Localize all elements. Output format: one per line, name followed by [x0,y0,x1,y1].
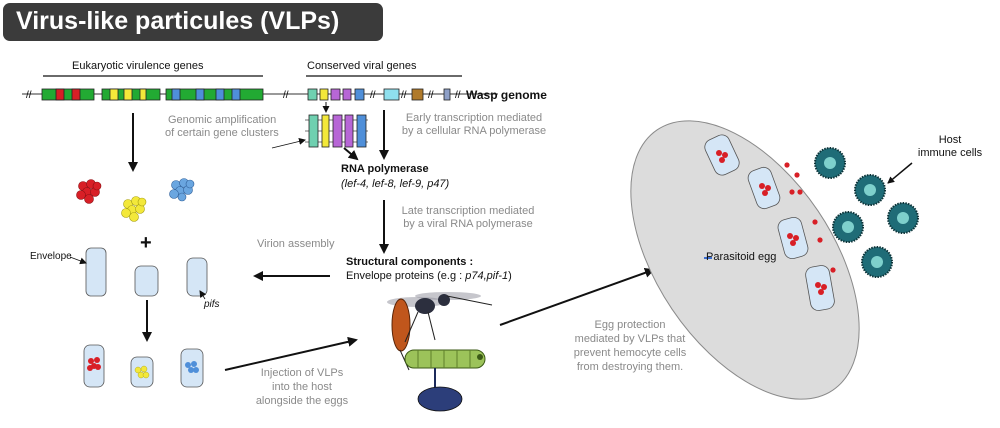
immune-cell-nuclei [824,157,909,268]
immune-cells-pointer [887,162,913,184]
egg-protection-label-1: Egg protection [594,319,666,331]
early-transcription-label-2: by a cellular RNA polymerase [401,125,547,137]
amplification-pointer [271,138,306,149]
envelope-pointer [69,256,87,265]
caterpillar-illustration [404,349,486,369]
page-title: Virus-like particules (VLPs) [16,7,340,35]
svg-text://: // [26,90,32,101]
host-plant-illustration [417,368,463,412]
genomic-amplification-label-1: Genomic amplification [168,114,277,126]
wasp-illustration [387,292,493,371]
svg-text://: // [283,90,289,101]
structural-components-label: Structural components : [346,256,474,268]
cluster-to-polymerase-arrow [343,147,359,161]
plus-sign: + [140,232,152,254]
title-banner: Virus-like particules (VLPs) [3,3,383,41]
injection-label-1: Injection of VLPs [260,367,344,379]
egg-protection-label-2: mediated by VLPs that [574,333,686,345]
loaded-vlp-blue [180,348,204,388]
egg-surface-vlp-3 [777,216,809,260]
svg-text://: // [401,90,407,101]
egg-protection-label-3: prevent hemocyte cells [573,347,687,359]
genomic-amplification-label-2: of certain gene clusters [165,127,279,139]
egg-surface-vlp-4 [805,265,835,311]
host-immune-label-2: immune cells [917,147,983,159]
wasp-genome-label: Wasp genome [466,88,547,102]
vlp-envelope-3 [186,257,208,297]
rna-polymerase-label: RNA polymerase [341,163,429,175]
egg-protection-label-4: from destroying them. [576,361,684,373]
egg-protection-arrow [499,268,655,326]
pifs-pointer [199,290,207,300]
late-transcription-label-1: Late transcription mediated [401,205,535,217]
late-transcription-label-2: by a viral RNA polymerase [403,218,533,230]
amplified-gene-cluster [305,114,368,148]
parasitoid-egg [630,120,860,400]
loaded-vlp-red [83,344,105,388]
early-transcription-label-1: Early transcription mediated [405,112,543,124]
envelope-proteins-label: Envelope proteins (e.g : p74,pif-1) [346,270,512,282]
injection-label-3: alongside the eggs [255,395,349,407]
svg-text://: // [370,90,376,101]
yellow-protein-cluster [121,196,147,222]
host-immune-label-1: Host [938,134,962,146]
rna-polymerase-genes: (lef-4, lef-8, lef-9, p47) [341,178,450,190]
vlp-envelope-2 [134,265,159,297]
injection-arrow [224,336,358,371]
eukaryotic-gene-cluster-3 [165,88,264,101]
egg-surface-vlp-2 [747,166,781,210]
free-vlp-particles [784,162,836,273]
parasitoid-egg-label: Parasitoid egg [706,251,777,263]
svg-text://: // [428,90,434,101]
conserved-gene-cluster [307,88,451,101]
svg-text://: // [455,90,461,101]
envelope-label: Envelope [30,251,72,262]
egg-surface-vlp-1 [704,134,740,176]
injection-label-2: into the host [272,381,332,393]
loaded-vlp-yellow [130,356,154,388]
pifs-label: pifs [204,299,220,310]
red-protein-cluster [76,179,102,204]
eukaryotic-gene-cluster-2 [101,88,161,101]
eukaryotic-gene-cluster-1 [41,88,95,101]
blue-protein-cluster [169,178,195,202]
conserved-genes-label: Conserved viral genes [307,60,417,72]
vlp-envelope-1 [85,247,107,297]
eukaryotic-genes-label: Eukaryotic virulence genes [72,60,204,72]
virion-assembly-label: Virion assembly [257,238,335,250]
